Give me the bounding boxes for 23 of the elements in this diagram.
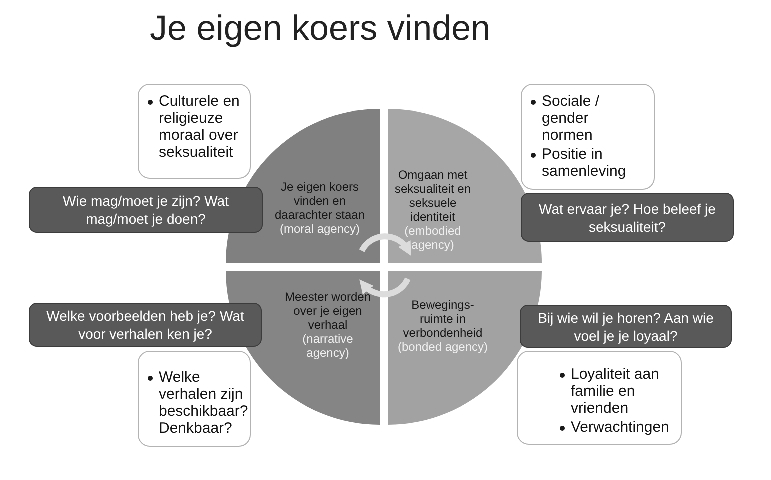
note-card — [138, 351, 251, 447]
question-banner: Bij wie wil je horen? Aan wie voel je je loyaal? — [520, 305, 732, 348]
question-banner: Wie mag/moet je zijn? Wat mag/moet je doen? — [29, 187, 263, 233]
agency-label: (embodied agency) — [404, 224, 462, 252]
quadrant-label: Je eigen koers vinden en daarachter staan — [274, 180, 366, 222]
agency-label: (moral agency) — [278, 222, 362, 236]
question-banner: Wat ervaar je? Hoe beleef je seksualiteit? — [521, 193, 734, 242]
note-card — [517, 351, 682, 445]
diagram-title: Je eigen koers vinden — [150, 8, 490, 50]
note-card — [521, 84, 655, 190]
bullet-text: Sociale / gender normen — [542, 93, 601, 144]
note-card — [138, 84, 251, 179]
agency-label: (bonded agency) — [396, 340, 490, 354]
quadrant-label: Bewegings-ruimte in verbondenheid — [402, 298, 484, 340]
bullet-text: Verwachtingen — [571, 419, 670, 436]
question-banner: Welke voorbeelden heb je? Wat voor verhalen ken je? — [29, 303, 262, 347]
agency-label: (narrative agency) — [302, 332, 354, 360]
quadrant-label: Meester worden over je eigen verhaal — [284, 290, 372, 332]
quadrant-label: Omgaan met seksualiteit en seksuele identiteit — [394, 168, 472, 224]
bullet-text: Positie in samenleving — [542, 146, 628, 180]
bullet-text: Loyaliteit aan familie en vrienden — [571, 366, 660, 417]
bullet-text: Welke verhalen zijn beschikbaar? Denkbaar? — [159, 369, 250, 437]
bullet-text: Culturele en religieuze moraal over seksualiteit — [159, 93, 241, 161]
